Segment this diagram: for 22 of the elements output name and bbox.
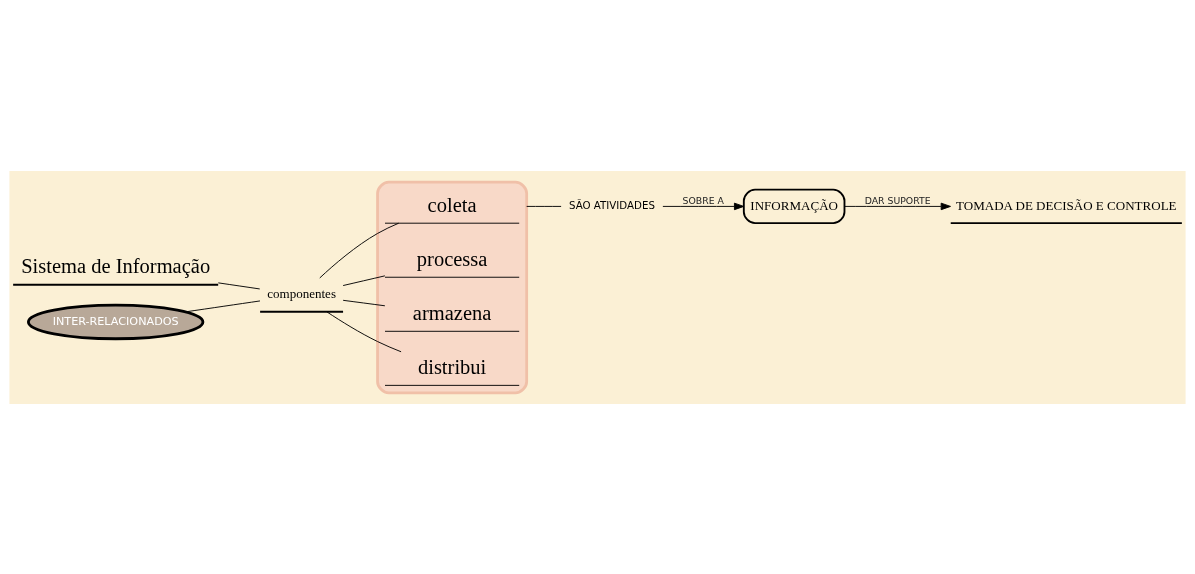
connector	[184, 299, 261, 312]
edge-label: SOBRE A	[682, 194, 724, 206]
node-text: Sistema de Informação	[21, 254, 211, 277]
arrow	[844, 202, 951, 210]
node-text: SÃO ATIVIDADES	[568, 198, 655, 211]
node-text: processa	[416, 247, 488, 270]
connector	[326, 310, 402, 352]
node-text: TOMADA DE DECISÃO E CONTROLE	[956, 197, 1177, 213]
edge-label: DAR SUPORTE	[864, 194, 931, 206]
node-text: distribui	[417, 355, 487, 378]
cluster	[376, 180, 529, 394]
node-text: coleta	[427, 193, 477, 216]
node-text: armazena	[412, 301, 492, 324]
connector	[319, 222, 400, 278]
node-ellipse: INTER-RELACIONADOS	[27, 303, 205, 340]
connector	[342, 299, 386, 306]
connector	[217, 281, 261, 289]
arrow	[662, 202, 745, 210]
node-box: INFORMAÇÃO	[742, 188, 846, 224]
connector	[526, 205, 562, 207]
connector	[342, 274, 386, 286]
node-text: componentes	[267, 285, 336, 301]
